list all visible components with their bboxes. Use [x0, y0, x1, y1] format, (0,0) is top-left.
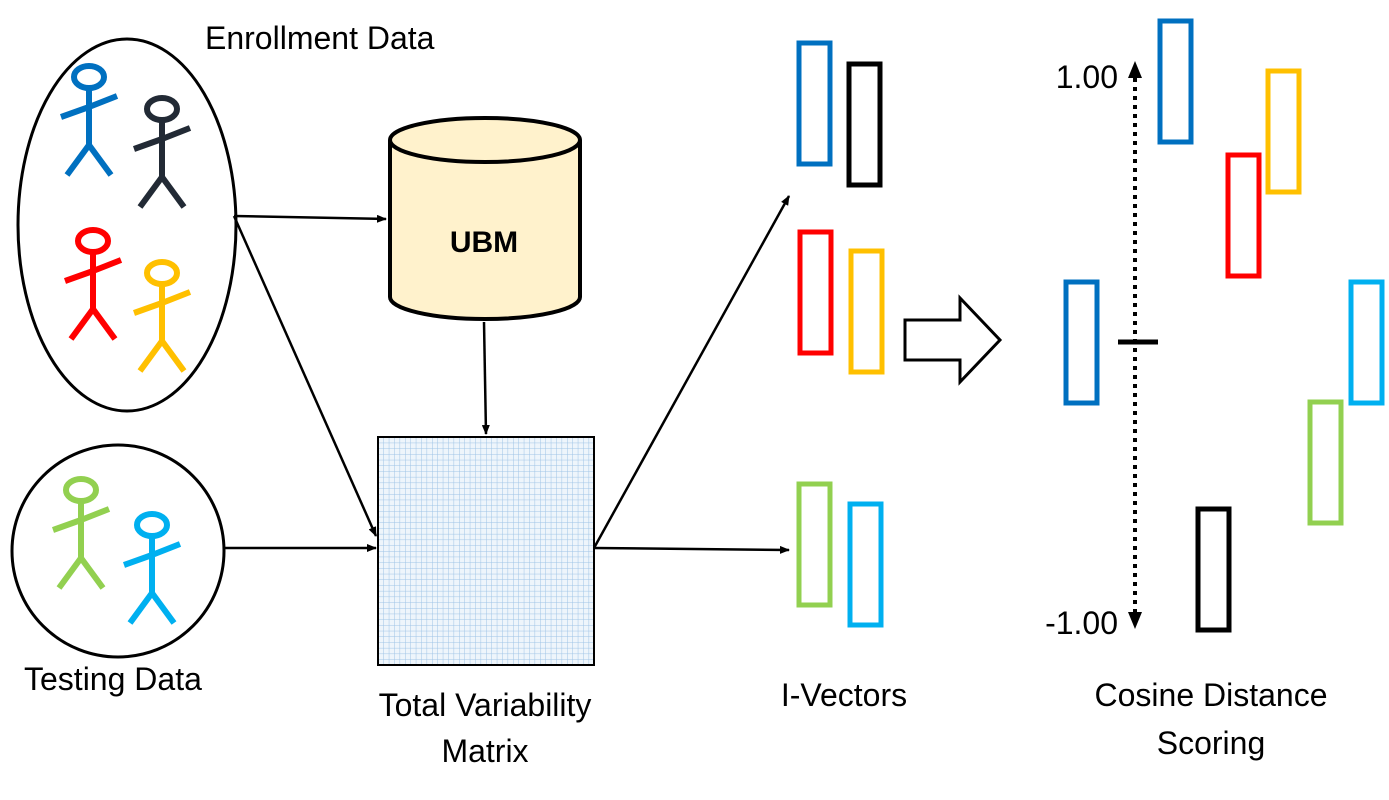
score-yellow: [1265, 68, 1302, 195]
arrow-ubm-to-matrix: [481, 321, 490, 435]
testing-label: Testing Data: [24, 661, 202, 697]
ivector-green: [796, 481, 833, 608]
ivector-lightblue: [847, 501, 884, 628]
speaker-dark-icon: [132, 95, 192, 209]
ivector-yellow: [848, 248, 885, 375]
score-lightblue: [1348, 279, 1385, 406]
flow-arrows: [224, 195, 791, 554]
speaker-lightblue-icon: [122, 511, 182, 625]
ubm-cylinder: UBM: [388, 116, 582, 321]
axis-bottom-label: -1.00: [1045, 605, 1118, 641]
axis-top-label: 1.00: [1056, 59, 1118, 95]
testing-group: Testing Data: [10, 443, 226, 697]
tvm-label-line2: Matrix: [441, 733, 528, 769]
score-red: [1225, 152, 1262, 279]
ivector-blue: [796, 40, 833, 167]
tvm-label-line1: Total Variability: [379, 687, 592, 723]
score-blue-mid: [1063, 279, 1100, 406]
enrollment-label: Enrollment Data: [205, 20, 435, 56]
total-variability-matrix: Total Variability Matrix: [377, 436, 595, 769]
speaker-blue-icon: [59, 63, 119, 177]
arrow-matrix-to-enrollment-ivectors: [592, 195, 791, 549]
ivectors-group: I-Vectors: [781, 40, 907, 713]
ubm-label: UBM: [450, 226, 518, 259]
enrollment-group: Enrollment Data: [16, 20, 435, 413]
ivector-black: [846, 61, 883, 188]
enrollment-ellipse: [16, 37, 238, 413]
ivectors-label: I-Vectors: [781, 677, 907, 713]
speaker-yellow-icon: [132, 259, 192, 373]
score-black: [1195, 506, 1232, 633]
block-arrow: [903, 294, 1003, 386]
testing-ellipse: [10, 443, 226, 659]
scored-ivectors: [1063, 18, 1385, 633]
ivector-red: [797, 229, 834, 356]
scoring-label-line1: Cosine Distance: [1095, 677, 1328, 713]
arrow-enrollment-to-ubm: [233, 214, 387, 223]
speaker-red-icon: [63, 227, 123, 341]
speaker-green-icon: [51, 476, 111, 590]
arrow-enrollment-to-matrix: [232, 215, 378, 537]
score-green: [1307, 399, 1344, 526]
arrow-matrix-to-testing-ivectors: [593, 545, 790, 554]
score-blue-top: [1157, 18, 1194, 145]
cosine-axis: 1.00 -1.00: [1045, 59, 1158, 641]
scoring-label-line2: Scoring: [1157, 725, 1266, 761]
